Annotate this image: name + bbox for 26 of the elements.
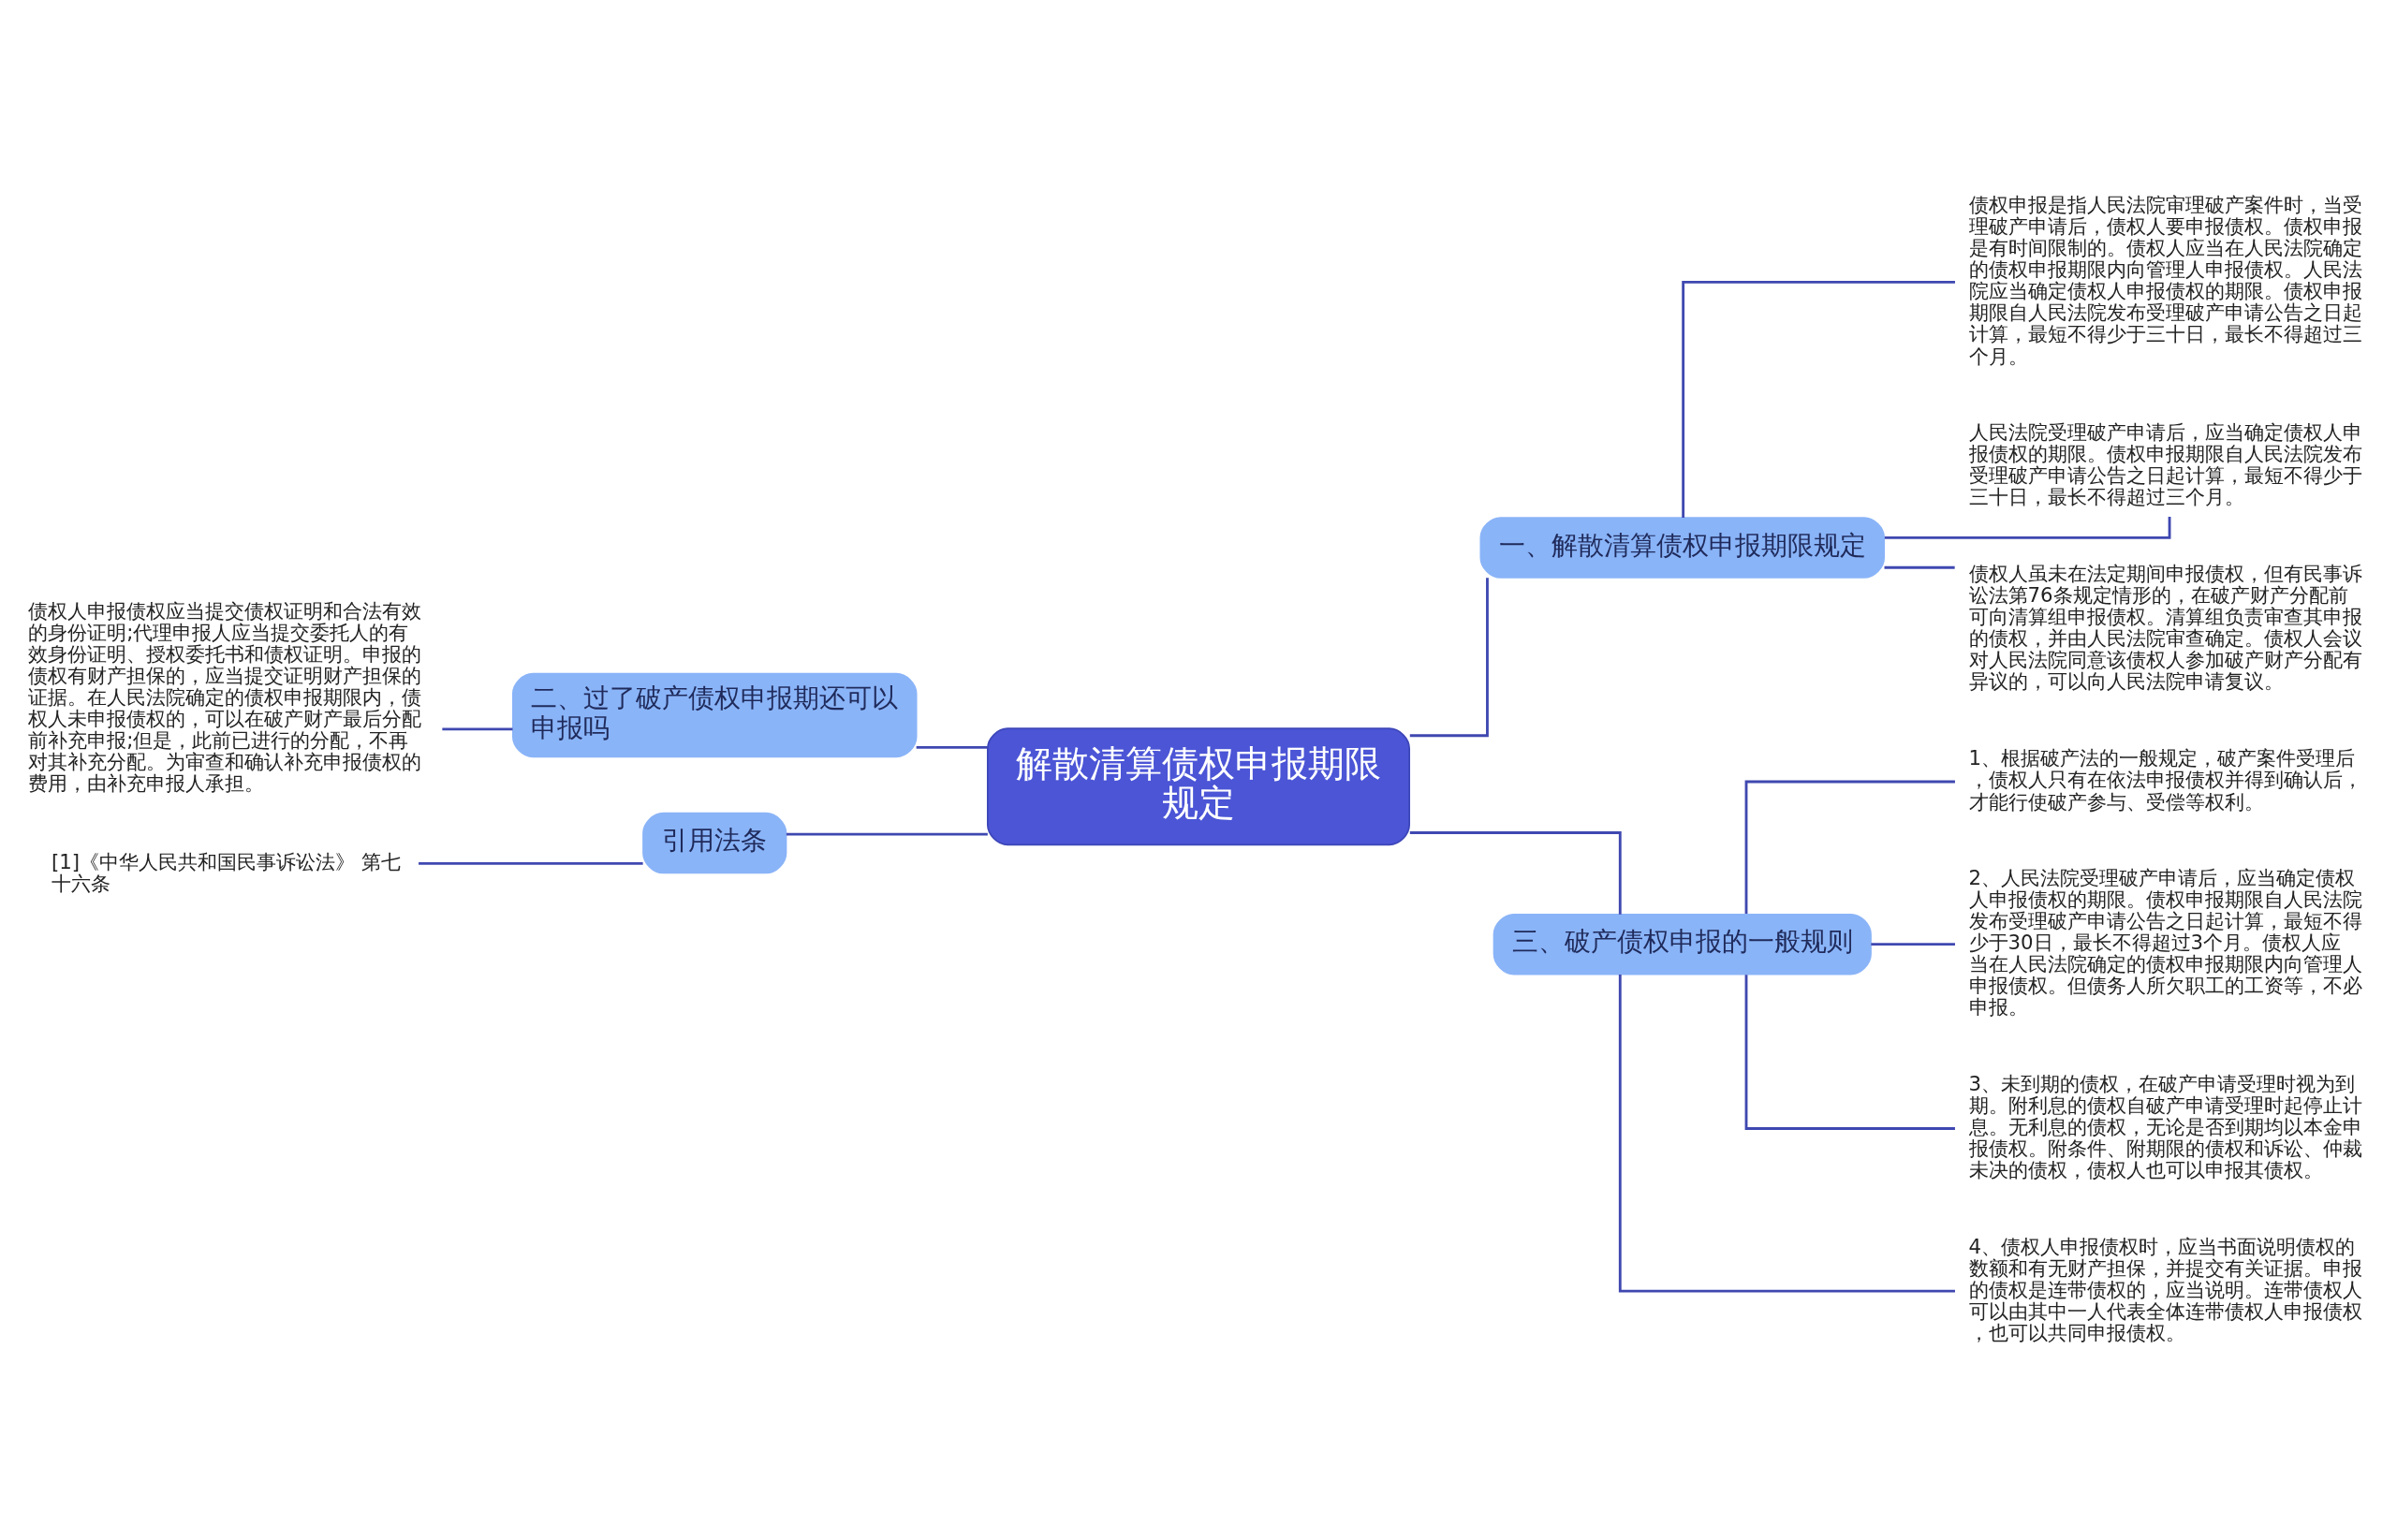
connector — [1871, 942, 1955, 946]
connector — [442, 726, 513, 730]
node-box: 二、过了破产债权申报期还可以申报吗 — [511, 672, 918, 757]
connector — [1409, 830, 1622, 915]
node-box: 三、破产债权申报的一般规则 — [1493, 913, 1872, 975]
node-box: 解散清算债权申报期限规定 — [986, 726, 1411, 845]
node-box: 引用法条 — [642, 812, 787, 873]
node-text: 债权人申报债权应当提交债权证明和合法有效的身份证明;代理申报人应当提交委托人的有效身份证明、授权委托书和债权证明。申报的债权有财产担保的，应当提交证明财产担保的证据。在人民法院确定的债权申报期限内，债权人未申报债权的，可以在破产财产最后分配前补充申报;但是，此前已进行的分配，不再对其补充分配。为审查和确认补充申报债权的费用，由补充申报人承担。 — [28, 598, 422, 795]
node-text: 债权人虽未在法定期间申报债权，但有民事诉讼法第76条规定情形的，在破产财产分配前可向清算组申报债权。清算组负责审查其申报的债权，并由人民法院审查确定。债权人会议对人民法院同意该债权人参加破产财产分配有异议的，可以向人民法院申请复议。 — [1968, 561, 2362, 693]
node-text: 人民法院受理破产申请后，应当确定债权人申报债权的期限。债权申报期限自人民法院发布受理破产申请公告之日起计算，最短不得少于三十日，最长不得超过三个月。 — [1968, 419, 2362, 508]
connector — [786, 832, 988, 836]
connector — [1744, 780, 1955, 914]
connector — [1884, 565, 1955, 569]
node-text: 2、人民法院受理破产申请后，应当确定债权人申报债权的期限。债权申报期限自人民法院发布受理破产申请公告之日起计算，最短不得少于30日，最长不得超过3个月。债权人应当在人民法院确定的债权申报期限内向管理人申报债权。但债务人所欠职工的工资等，不必申报。 — [1968, 865, 2362, 1019]
connector — [1409, 577, 1489, 737]
connector — [419, 861, 643, 865]
node-text: 3、未到期的债权，在破产申请受理时视为到期。附利息的债权自破产申请受理时起停止计息。无利息的债权，无论是否到期均以本金申报债权。附条件、附期限的债权和诉讼、仲裁未决的债权，债权人也可以申报其债权。 — [1968, 1071, 2362, 1181]
node-text: [1]《中华人民共和国民事诉讼法》 第七十六条 — [51, 849, 401, 895]
connector — [916, 745, 988, 749]
connector — [1618, 974, 1955, 1293]
node-text: 4、债权人申报债权时，应当书面说明债权的数额和有无财产担保，并提交有关证据。申报的债权是连带债权的，应当说明。连带债权人可以由其中一人代表全体连带债权人申报债权，也可以共同申报债权。 — [1968, 1234, 2362, 1344]
connector — [1682, 280, 1955, 518]
node-box: 一、解散清算债权申报期限规定 — [1479, 516, 1886, 579]
connector — [1744, 974, 1955, 1130]
node-text: 债权申报是指人民法院审理破产案件时，当受理破产申请后，债权人要申报债权。债权申报是有时间限制的。债权人应当在人民法院确定的债权申报期限内向管理人申报债权。人民法院应当确定债权人申报债权的期限。债权申报期限自人民法院发布受理破产申请公告之日起计算，最短不得少于三十日，最长不得超过三个月。 — [1968, 192, 2362, 368]
node-text: 1、根据破产法的一般规定，破产案件受理后，债权人只有在依法申报债权并得到确认后，才能行使破产参与、受偿等权利。 — [1968, 745, 2362, 814]
